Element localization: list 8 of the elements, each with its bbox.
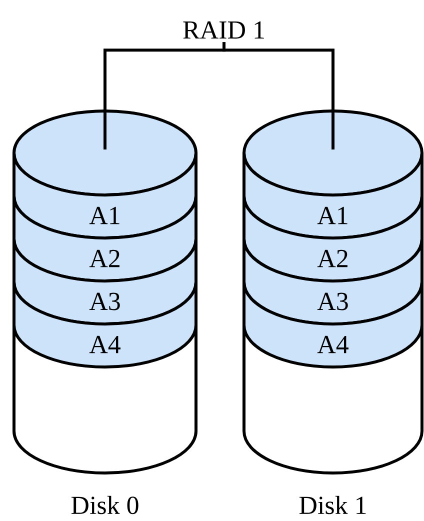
connector-line	[222, 42, 334, 150]
node-label: A1	[317, 206, 348, 224]
node-label: A2	[317, 250, 348, 268]
node-label: A3	[317, 292, 348, 310]
node-label: A4	[317, 336, 348, 354]
disk-label: Disk 0	[71, 496, 138, 514]
disk-label: Disk 1	[299, 496, 366, 514]
heading: RAID 1	[183, 21, 264, 39]
